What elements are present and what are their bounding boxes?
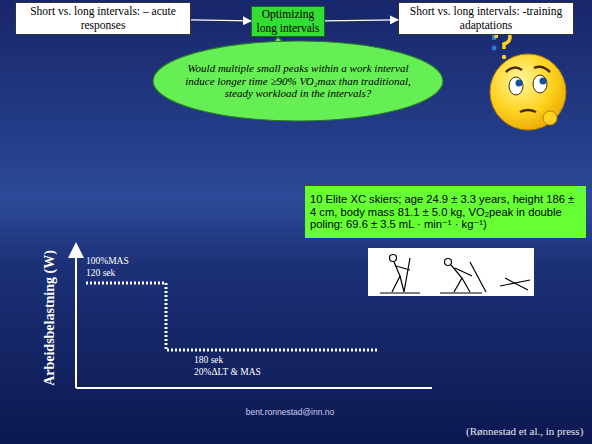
axis-title: Arbeidsbelastning (W) (42, 250, 58, 386)
x-axis (76, 387, 432, 389)
eyebrow (534, 67, 550, 72)
ski (440, 292, 482, 293)
node-text: Would multiple small peaks within a work… (182, 62, 414, 100)
duration-label: 180 sek (194, 355, 223, 365)
skier-body (451, 262, 486, 292)
mouth (520, 110, 536, 112)
skier-illustration (368, 248, 534, 296)
flow-arrow (325, 20, 398, 21)
flow-arrow (191, 19, 251, 21)
intensity-label: 20%ΔLT & MAS (194, 367, 261, 377)
subject-info-box: 10 Elite XC skiers; age 24.9 ± 3.3 years… (305, 186, 586, 238)
topic-box: Short vs. long intervals: -training adap… (398, 2, 574, 35)
smiley-face (490, 54, 566, 130)
skier-head (445, 259, 452, 266)
email-note: bent.ronnestad@inn.no (246, 407, 335, 417)
question-bubble: Would multiple small peaks within a work… (152, 40, 444, 122)
hand (543, 111, 557, 125)
duration-label: 120 sek (86, 268, 115, 278)
question-dot (492, 46, 497, 51)
workload-profile (86, 283, 378, 350)
current-topic-box: Optimizing long intervals (251, 6, 325, 37)
node-text: Optimizing long intervals (254, 8, 322, 34)
bubble-body (153, 41, 443, 121)
y-axis (75, 250, 77, 388)
eye (509, 77, 523, 95)
skier-body (392, 258, 410, 292)
eye (533, 75, 547, 93)
ski (380, 292, 420, 293)
illustration-panel (368, 248, 534, 296)
topic-box: Short vs. long intervals: – acute respon… (15, 2, 191, 35)
node-text: Short vs. long intervals: -training adap… (403, 5, 569, 31)
node-text: Short vs. long intervals: – acute respon… (20, 5, 186, 31)
pupil (516, 80, 523, 87)
pole (505, 278, 528, 290)
skier-head (390, 255, 397, 262)
eyebrow (506, 67, 522, 72)
question-dot (502, 55, 506, 59)
intensity-label: 100%MAS (86, 256, 129, 266)
node-text: 10 Elite XC skiers; age 24.9 ± 3.3 years… (310, 193, 581, 232)
pupil (540, 78, 547, 85)
citation: (Rønnestad et al., in press) (466, 425, 583, 437)
